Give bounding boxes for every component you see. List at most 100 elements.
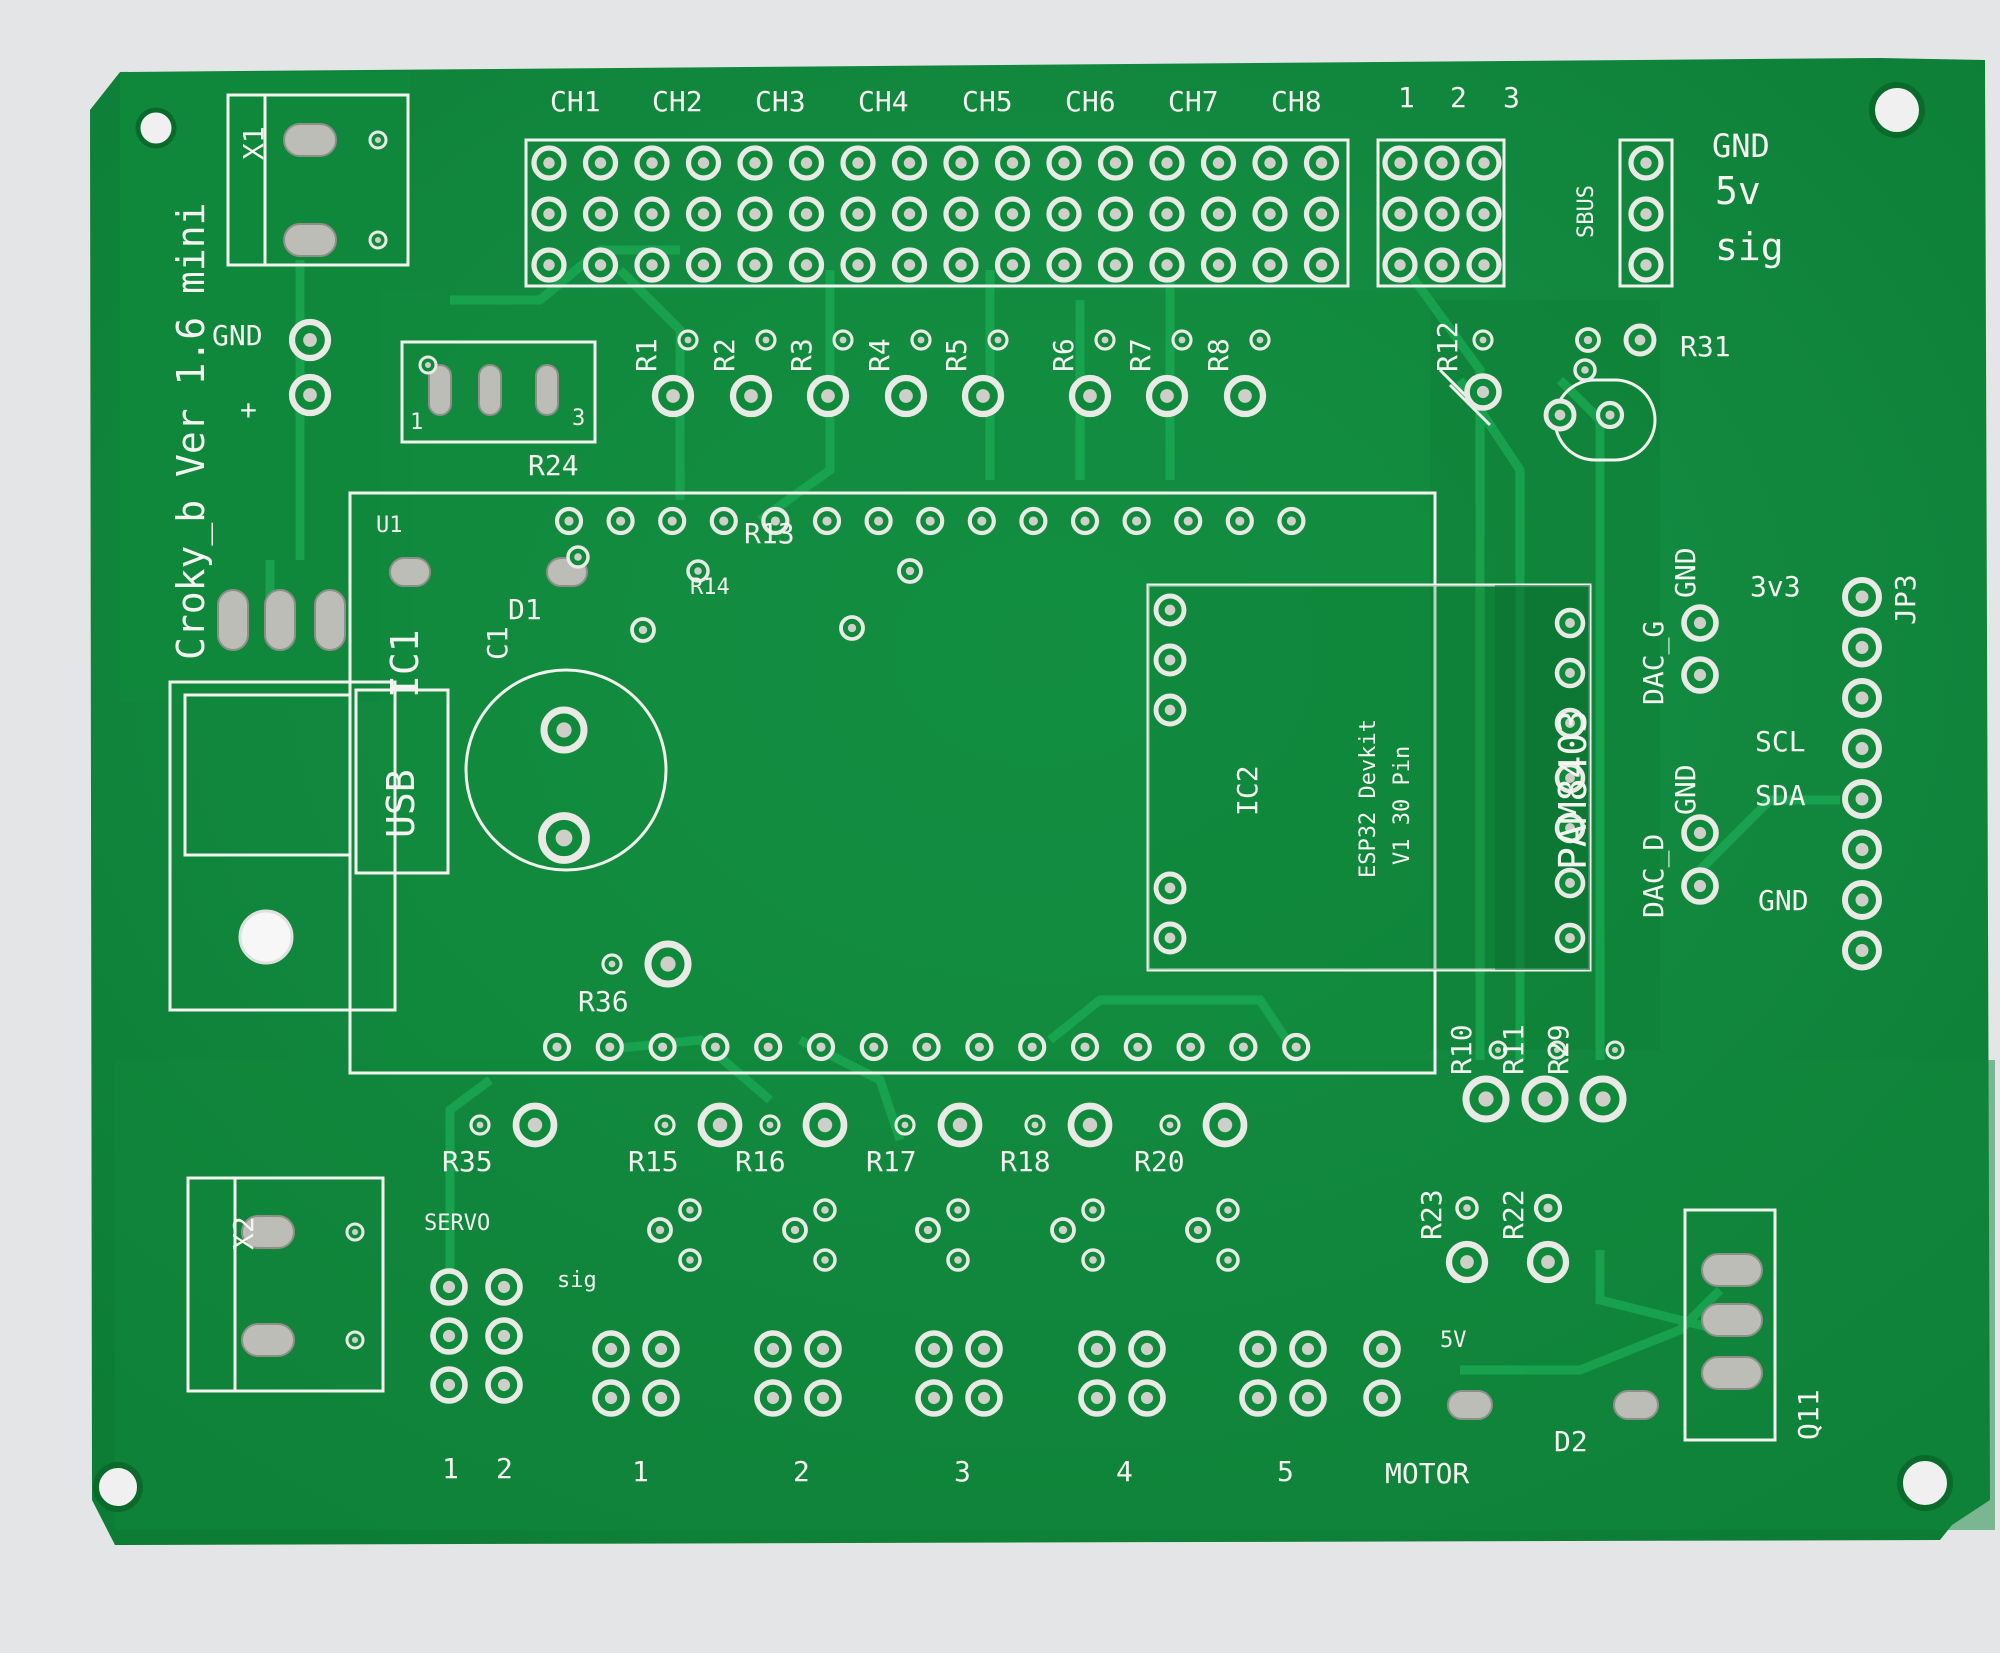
x2-terminal-pad [241, 1215, 295, 1249]
r24-pad [535, 364, 559, 416]
pad-hole [1375, 1391, 1389, 1405]
label-servo: SERVO [424, 1211, 491, 1236]
pad-hole [646, 208, 658, 220]
label-sbus-5v: 5v [1715, 169, 1761, 213]
pad-hole [1640, 157, 1652, 169]
pad-hole [952, 1117, 968, 1133]
pad-hole [1595, 1091, 1611, 1107]
mounting-holes [93, 82, 1953, 1512]
pad-hole [697, 157, 710, 169]
pad-hole [1375, 1342, 1389, 1356]
pad-hole [1436, 208, 1448, 220]
u1-pad [314, 589, 346, 651]
label-r16: R16 [735, 1145, 786, 1178]
label-output-4: 4 [1116, 1455, 1133, 1488]
x1-terminal-pad [283, 223, 337, 257]
pad-hole [821, 389, 835, 403]
label-dac-g-gnd: GND [1669, 547, 1702, 598]
label-r15: R15 [628, 1145, 679, 1178]
pad-hole [1855, 742, 1869, 755]
label-servo-pin-2: 2 [496, 1452, 513, 1485]
pad-hole [974, 1042, 984, 1052]
pad-hole [374, 136, 382, 144]
q11-pad [1701, 1356, 1763, 1390]
pad-hole [766, 1391, 780, 1405]
pad-hole [694, 567, 702, 575]
label-r29: R29 [1542, 1024, 1575, 1075]
pad-hole [1315, 259, 1328, 271]
pad-hole [955, 259, 967, 271]
pad-hole [1028, 516, 1038, 526]
pad-hole [660, 956, 676, 972]
pad-hole [303, 333, 317, 347]
pad-hole [800, 208, 813, 220]
label-r17: R17 [866, 1145, 917, 1178]
pad-hole [790, 1225, 800, 1235]
label-3v3: 3v3 [1750, 570, 1801, 603]
pad-hole [1083, 389, 1097, 403]
pad-hole [1301, 1391, 1315, 1405]
pad-hole [816, 1342, 830, 1356]
pad-hole [1855, 641, 1869, 654]
label-sda: SDA [1755, 779, 1806, 812]
pad-hole [1090, 1342, 1104, 1356]
pad-hole [1178, 336, 1186, 344]
label-output-5: 5 [1277, 1455, 1294, 1488]
pad-hole [1080, 516, 1090, 526]
pad-hole [1634, 334, 1646, 346]
pad-hole [1164, 654, 1176, 666]
pad-hole [1164, 604, 1176, 616]
pad-hole [903, 157, 916, 169]
pad-hole [977, 1342, 991, 1356]
label-r14: R14 [690, 575, 730, 600]
label-r3: R3 [785, 338, 818, 372]
u1-pad [217, 589, 249, 651]
pad-hole [1543, 1203, 1553, 1213]
label-r22: R22 [1497, 1189, 1530, 1240]
d2-pad [1447, 1390, 1493, 1420]
label-r2: R2 [708, 338, 741, 372]
pad-hole [1605, 410, 1615, 420]
pad-hole [954, 1206, 962, 1214]
label-jp3-gnd: GND [1758, 884, 1809, 917]
pad-hole [1479, 336, 1487, 344]
pad-hole [1031, 1121, 1039, 1129]
label-usb: USB [379, 769, 423, 838]
pad-hole [497, 1280, 511, 1294]
x2-terminal-pad [241, 1323, 295, 1357]
pad-hole [852, 157, 864, 169]
pad-hole [303, 388, 317, 402]
pad-hole [1640, 259, 1652, 271]
pad-hole [816, 1042, 826, 1052]
label-ch4: CH4 [858, 85, 909, 118]
pad-hole [927, 1391, 941, 1405]
pad-hole [1583, 335, 1593, 345]
pad-hole [839, 336, 847, 344]
pad-hole [817, 1117, 833, 1133]
pad-hole [762, 336, 770, 344]
pad-hole [1565, 668, 1575, 678]
pad-hole [1090, 1391, 1104, 1405]
pad-hole [1476, 385, 1490, 399]
label-x1: X1 [237, 126, 270, 160]
pad-hole [1301, 1342, 1315, 1356]
pad-hole [1291, 1042, 1301, 1052]
pad-hole [497, 1329, 511, 1343]
pad-hole [1693, 879, 1707, 893]
pad-hole [1058, 1225, 1068, 1235]
pad-hole [1478, 208, 1490, 220]
pad-hole [1553, 1046, 1561, 1054]
pad-hole [1315, 208, 1328, 220]
pad-hole [744, 389, 758, 403]
pad-hole [1693, 826, 1707, 840]
pad-hole [543, 259, 555, 271]
pad-hole [556, 722, 572, 738]
pad-hole [1611, 1046, 1619, 1054]
pad-hole [712, 1117, 728, 1133]
pad-hole [1436, 157, 1448, 169]
label-5v: 5V [1440, 1328, 1467, 1353]
label-sbus-gnd: GND [1712, 127, 1770, 165]
pad-hole [976, 389, 990, 403]
